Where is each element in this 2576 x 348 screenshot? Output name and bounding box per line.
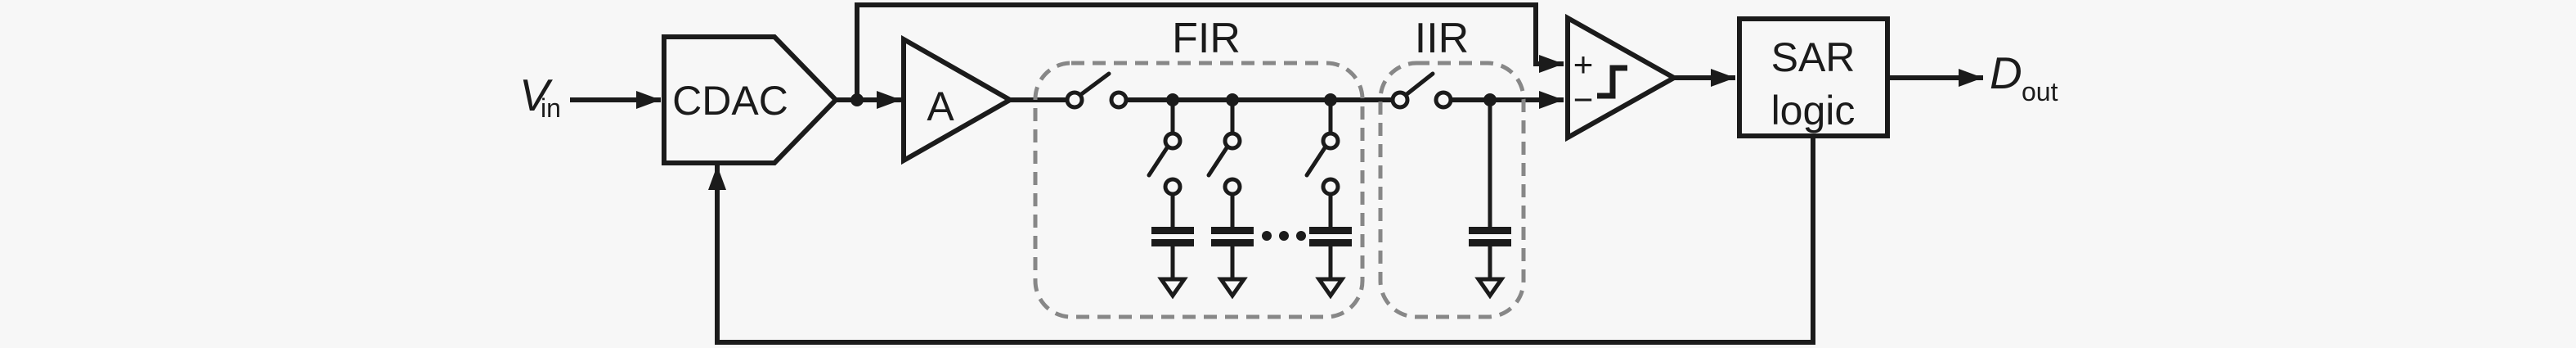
tap-switch-icon: [1147, 131, 1183, 197]
ellipsis-icon: [1262, 231, 1306, 241]
sar-logic-label-line2: logic: [1771, 88, 1856, 133]
output-signal-subscript: out: [2022, 77, 2058, 106]
fir-label: FIR: [1172, 15, 1241, 62]
fir-tap: [1304, 93, 1352, 300]
iir-section-box: [1378, 61, 1526, 319]
feedback-wire: [708, 136, 1815, 345]
fir-tap: [1147, 93, 1194, 300]
iir-label: IIR: [1415, 15, 1469, 62]
ground-icon: [1315, 277, 1346, 300]
ground-icon: [1217, 277, 1248, 300]
capacitor-icon: [1211, 227, 1254, 246]
fir-section-box: [1033, 61, 1365, 319]
sar-logic-label-line1: SAR: [1771, 34, 1856, 80]
input-signal-subscript: in: [541, 93, 561, 123]
feedforward-wire: [855, 2, 1564, 100]
fir-tap: [1206, 93, 1254, 300]
cdac-label: CDAC: [672, 78, 788, 124]
output-signal-label: D: [1990, 47, 2022, 98]
comparator-minus-label: −: [1573, 80, 1594, 119]
amplifier-triangle: [901, 34, 1016, 165]
junction-dot: [850, 93, 864, 106]
amplifier-label: A: [927, 84, 954, 129]
capacitor-icon: [1309, 227, 1352, 246]
cdac-block: [662, 34, 840, 165]
comparator-triangle: [1565, 13, 1680, 142]
sar-logic-block: [1737, 16, 1890, 138]
step-function-icon: [1597, 65, 1627, 99]
comparator-plus-label: +: [1573, 45, 1594, 84]
capacitor-icon: [1151, 227, 1194, 246]
tap-switch-icon: [1304, 131, 1340, 197]
ground-icon: [1157, 277, 1188, 300]
ground-icon: [1474, 277, 1506, 300]
iir-series-switch-icon: [1390, 71, 1453, 110]
input-signal-label: V: [519, 70, 553, 120]
capacitor-icon: [1469, 227, 1511, 246]
iir-cap-branch: [1469, 93, 1511, 300]
fir-series-switch-icon: [1065, 71, 1129, 110]
